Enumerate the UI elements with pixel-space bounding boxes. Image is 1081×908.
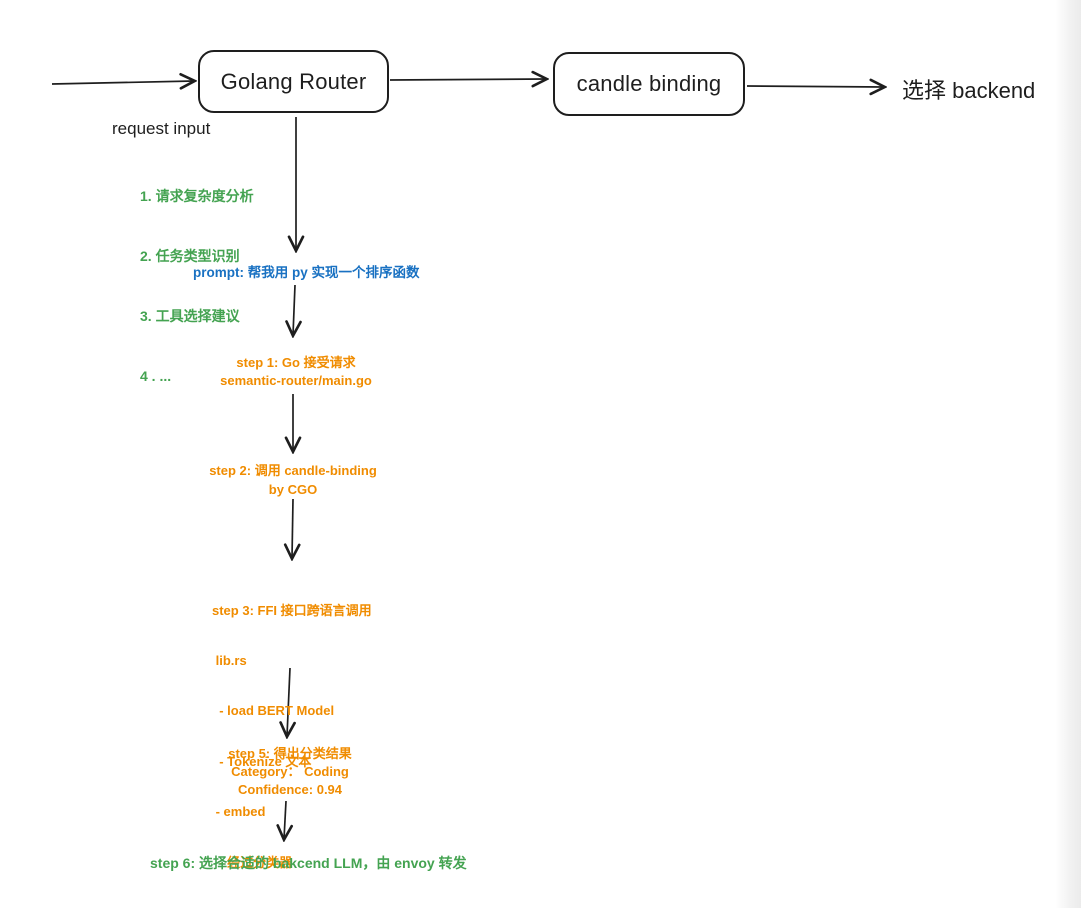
step2-annotation: step 2: 调用 candle-binding by CGO — [193, 461, 393, 499]
arrow-step2-to-step3 — [292, 498, 293, 558]
step2-line: step 2: 调用 candle-binding — [209, 463, 377, 478]
step5-line: Category： Coding — [231, 764, 349, 779]
request-input-list: 1. 请求复杂度分析 2. 任务类型识别 3. 工具选择建议 4 . ... — [140, 146, 254, 426]
arrow-golang-router-to-candle-binding — [389, 79, 546, 80]
request-input-label: request input — [112, 119, 211, 138]
step5-line: step 5: 得出分类结果 — [228, 746, 352, 761]
arrow-step3-to-step5 — [287, 667, 290, 736]
arrow-candle-binding-to-backend — [746, 86, 884, 87]
request-input-item: 2. 任务类型识别 — [140, 248, 240, 264]
step3-line: step 3: FFI 接口跨语言调用 — [212, 602, 372, 618]
backend-label: 选择 backend — [902, 78, 1036, 103]
golang-router-node: Golang Router — [198, 50, 389, 113]
arrow-prompt-to-step1 — [293, 284, 295, 335]
step3-line: - embed — [212, 804, 266, 820]
request-input-item: 1. 请求复杂度分析 — [140, 188, 254, 204]
step3-line: lib.rs — [212, 652, 247, 668]
step2-line: by CGO — [268, 482, 318, 497]
step1-annotation: step 1: Go 接受请求 semantic-router/main.go — [196, 354, 396, 390]
arrow-step5-to-step6 — [284, 800, 286, 839]
arrow-input-to-golang-router — [51, 81, 194, 84]
step1-line: step 1: Go 接受请求 — [236, 355, 356, 370]
step3-line: - 经过分类器 — [212, 854, 293, 870]
step5-annotation: step 5: 得出分类结果 Category： Coding Confiden… — [200, 745, 380, 799]
request-input-item: 4 . ... — [140, 368, 172, 384]
step6-annotation: step 6: 选择合适的 bakcend LLM，由 envoy 转发 — [150, 855, 467, 871]
step5-line: Confidence: 0.94 — [237, 782, 343, 797]
step3-annotation: step 3: FFI 接口跨语言调用 lib.rs - load BERT M… — [212, 569, 372, 905]
step3-line: - load BERT Model — [212, 703, 335, 719]
candle-binding-node: candle binding — [553, 52, 745, 116]
candle-binding-label: candle binding — [576, 71, 722, 96]
request-input-item: 3. 工具选择建议 — [140, 308, 240, 324]
golang-router-label: Golang Router — [220, 68, 367, 94]
prompt-annotation: prompt: 帮我用 py 实现一个排序函数 — [193, 265, 420, 280]
step3-line: - Tokenize 文本 — [212, 753, 312, 769]
step1-line: semantic-router/main.go — [220, 373, 372, 388]
